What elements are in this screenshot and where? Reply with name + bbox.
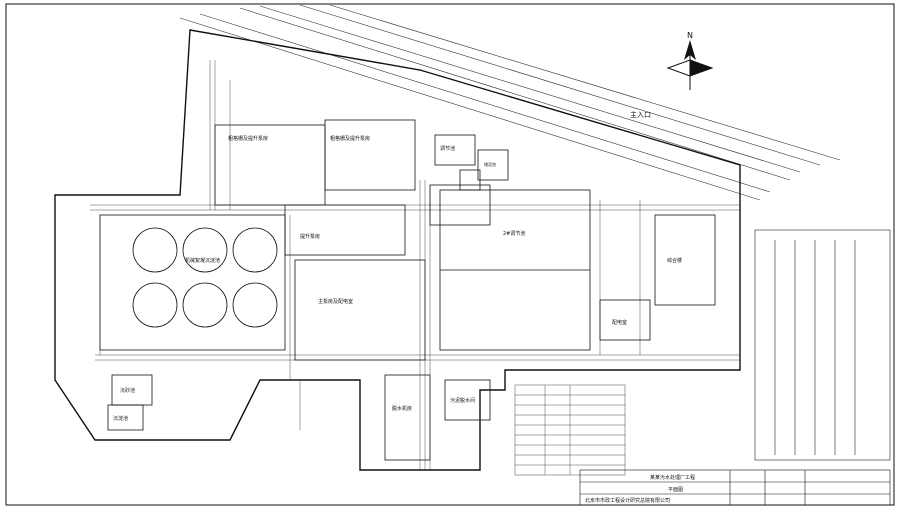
building-label: 调节池 bbox=[440, 145, 455, 152]
building-lower-left bbox=[107, 374, 153, 431]
building-label: 储泥池 bbox=[484, 161, 496, 167]
north-label: N bbox=[687, 31, 693, 40]
building-label: 脱水机房 bbox=[392, 405, 412, 412]
building-label: 污泥脱水间 bbox=[450, 397, 475, 404]
entrance-label: 主入口 bbox=[630, 110, 651, 119]
pipe-network bbox=[90, 60, 740, 470]
legend-table bbox=[514, 384, 626, 476]
north-arrow-icon: N bbox=[666, 31, 714, 90]
diagonal-road bbox=[179, 4, 841, 201]
title-company: 北京市市政工程设计研究总院有限公司 bbox=[585, 497, 670, 504]
drawing-frame bbox=[5, 3, 895, 506]
building-upper-left bbox=[214, 119, 416, 206]
title-block bbox=[579, 469, 891, 506]
title-project: 某某污水处理厂工程 bbox=[650, 474, 695, 481]
building-label: 机械絮凝沉淀池 bbox=[185, 257, 220, 264]
building-label: 综合楼 bbox=[667, 257, 682, 264]
building-center-small bbox=[459, 149, 509, 191]
building-label: 2#调节池 bbox=[503, 230, 525, 237]
building-lower-center bbox=[384, 374, 491, 461]
building-left-mid bbox=[99, 214, 286, 351]
site-boundary bbox=[54, 29, 741, 471]
building-label: 粗格栅及提升泵房 bbox=[330, 135, 370, 142]
inset-panel bbox=[754, 229, 891, 461]
title-drawing: 平面图 bbox=[668, 487, 683, 493]
building-label: 沉砂池 bbox=[120, 387, 135, 394]
building-right-mid bbox=[439, 189, 591, 351]
building-label: 提升泵房 bbox=[300, 233, 320, 240]
building-label: 粗格栅及提升泵房 bbox=[228, 135, 268, 142]
building-label: 主泵房及配电室 bbox=[318, 298, 353, 305]
building-label: 沉淀池 bbox=[113, 415, 128, 422]
building-label: 配电室 bbox=[612, 319, 627, 326]
building-center bbox=[284, 134, 491, 361]
